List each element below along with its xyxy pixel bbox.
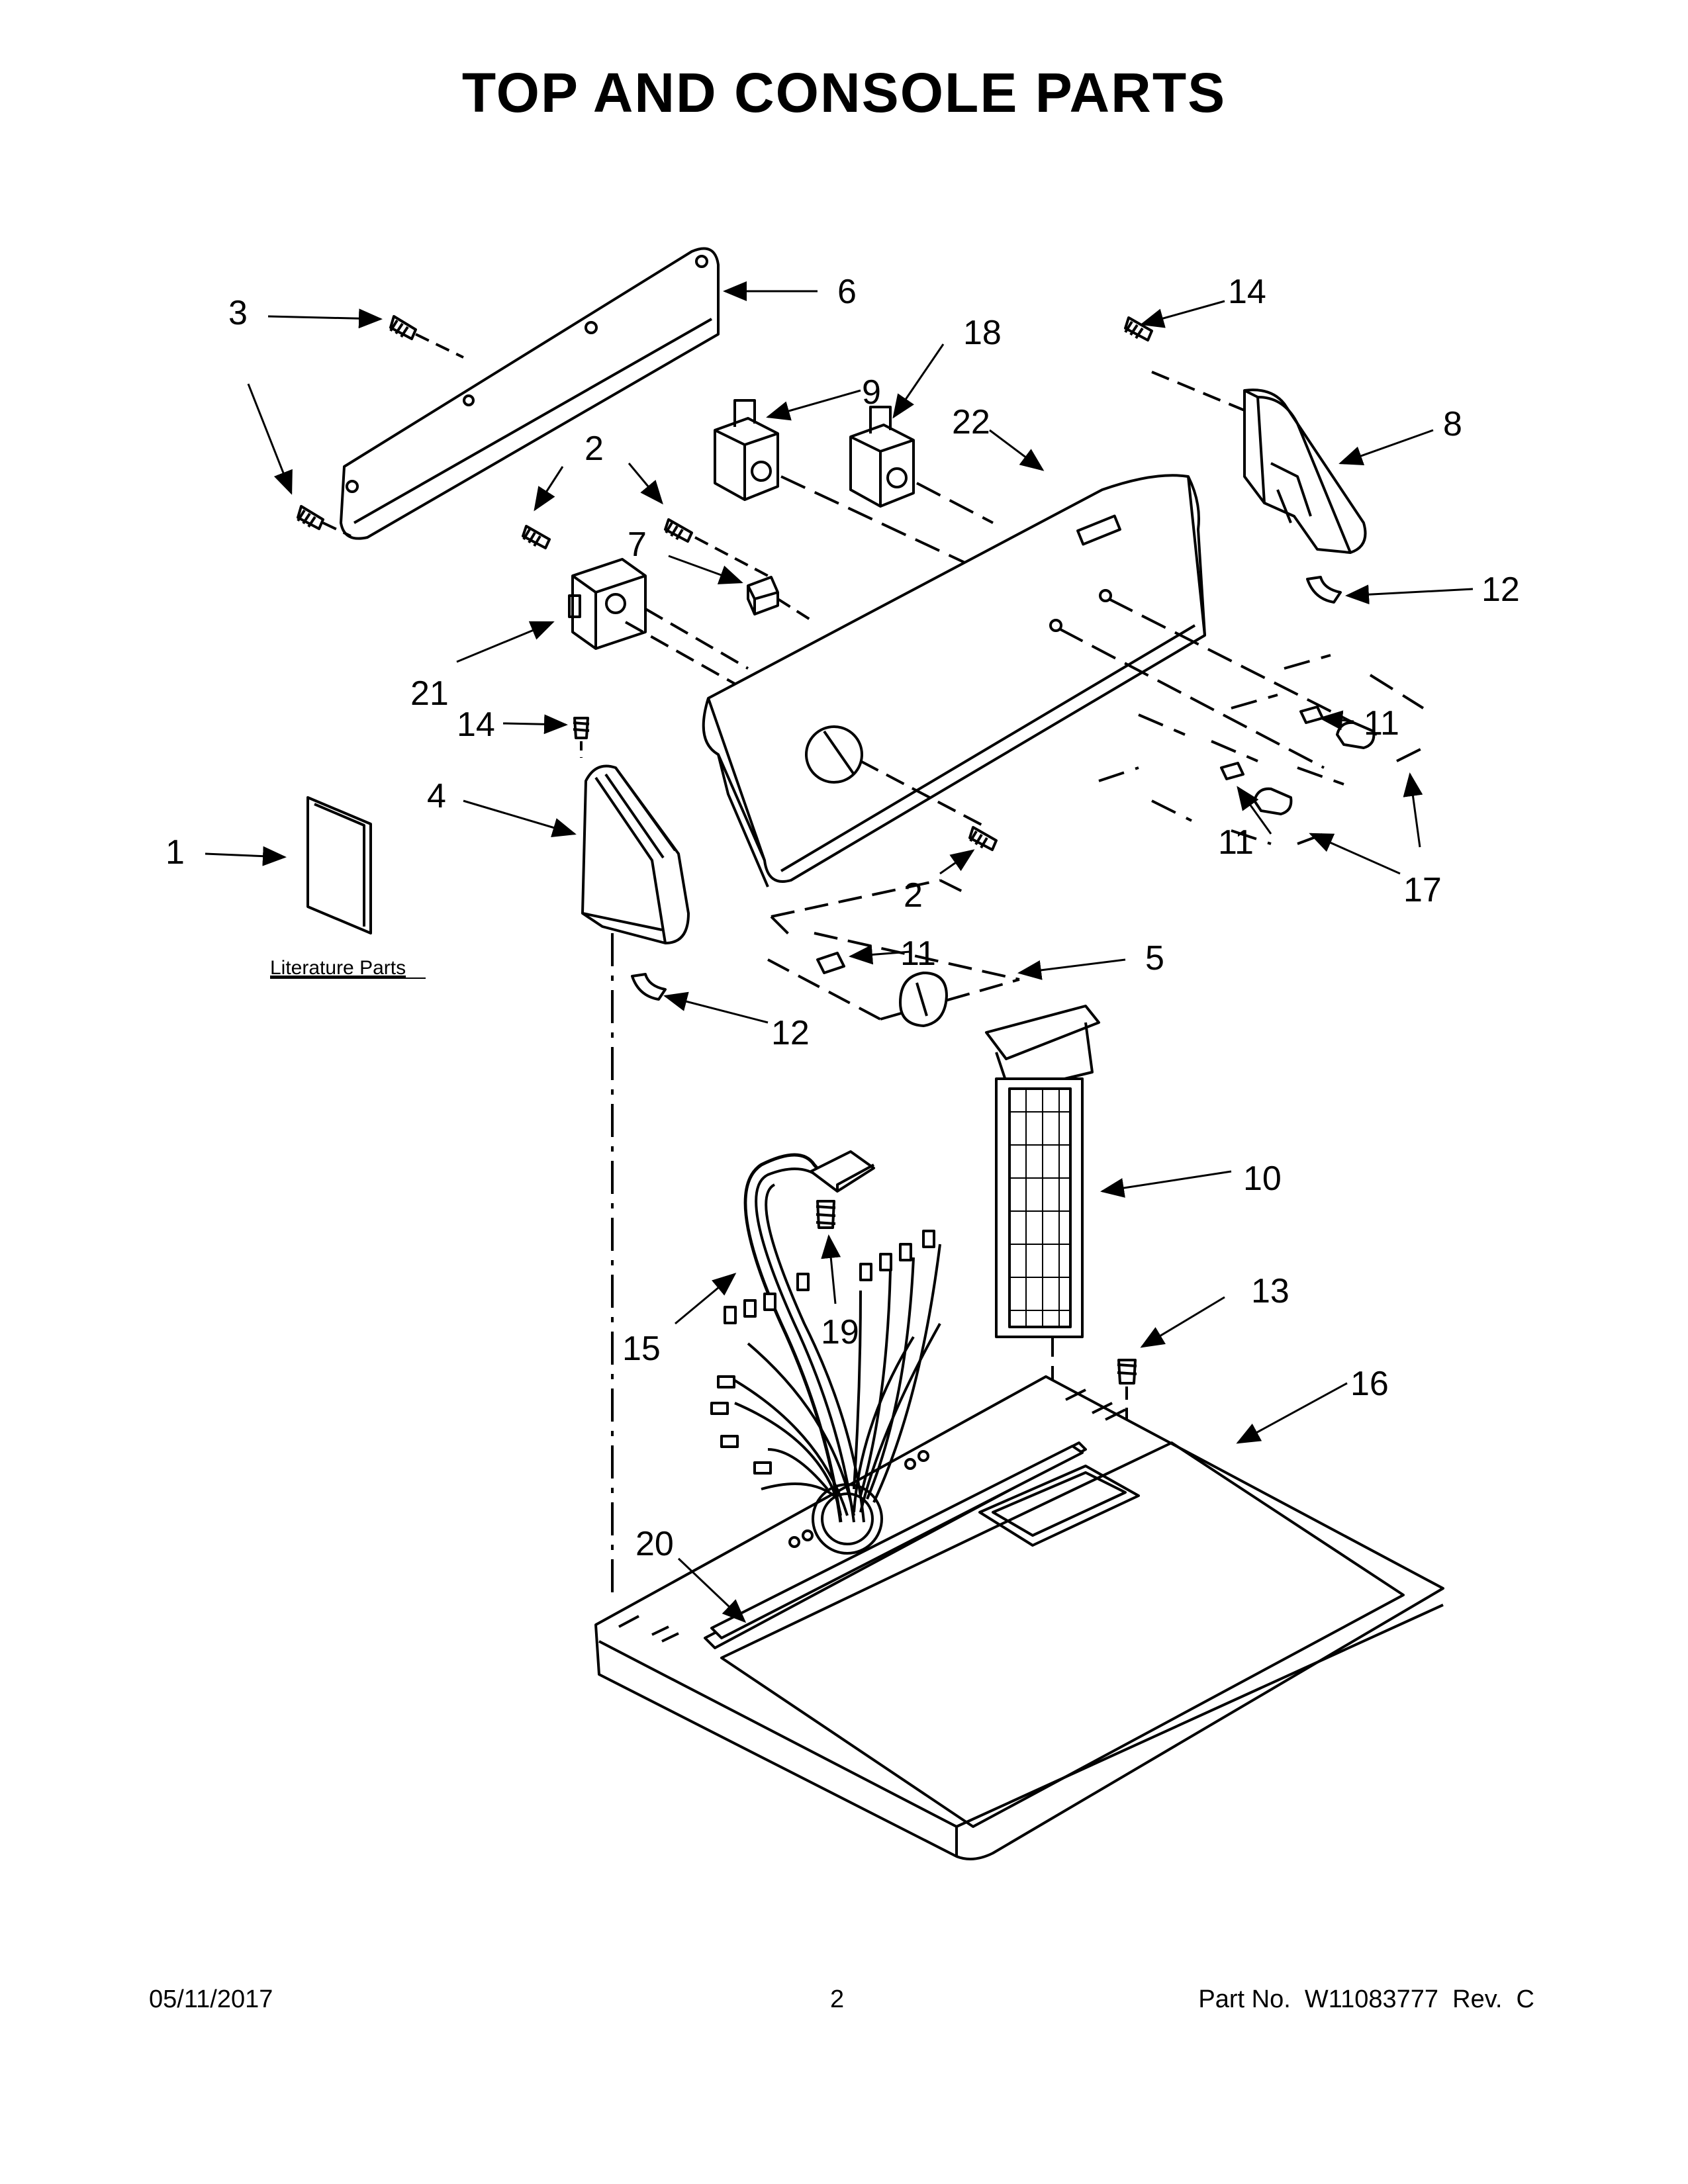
rear-console-panel <box>340 247 720 540</box>
callout-3: 3 <box>228 294 248 332</box>
callout-12-left: 12 <box>771 1014 810 1052</box>
callout-14-right: 14 <box>1228 273 1266 311</box>
callout-2-lower: 2 <box>904 876 923 915</box>
screw-2-lower <box>968 826 998 851</box>
footer-date: 05/11/2017 <box>149 1985 273 2013</box>
screw-19 <box>816 1200 836 1229</box>
leader-lines <box>205 281 1474 1623</box>
callout-2-top: 2 <box>585 430 604 468</box>
knob-17-group <box>1098 654 1425 845</box>
screw-3-upper <box>389 315 464 359</box>
callout-11-right-bottom: 11 <box>1218 823 1254 862</box>
footer-part-number: Part No. W11083777 Rev. C <box>1198 1985 1534 2013</box>
callout-13: 13 <box>1251 1272 1289 1310</box>
literature-pack <box>306 796 372 934</box>
screw-14-left <box>573 717 590 758</box>
callout-19: 19 <box>821 1313 859 1351</box>
screw-14-right <box>1124 316 1153 341</box>
screw-13 <box>1117 1359 1137 1449</box>
callout-5: 5 <box>1145 939 1164 978</box>
callout-12-right: 12 <box>1481 570 1520 609</box>
callout-21: 21 <box>410 674 449 713</box>
literature-parts-label: Literature Parts <box>270 957 406 979</box>
screw-3-lower <box>297 505 352 537</box>
callout-labels: 1 2 2 3 4 5 6 7 8 9 10 11 11 11 12 12 13… <box>165 273 1520 1563</box>
callout-22: 22 <box>952 403 990 441</box>
callout-20: 20 <box>635 1525 674 1563</box>
lint-screen-10 <box>985 1005 1100 1509</box>
switch-18 <box>849 406 994 524</box>
callout-7: 7 <box>628 525 647 564</box>
wire-harness-15 <box>710 1150 941 1523</box>
callout-14-left: 14 <box>457 705 495 744</box>
switch-7 <box>747 576 816 623</box>
footer-page-number: 2 <box>830 1985 845 2013</box>
callout-18: 18 <box>963 314 1002 352</box>
timer-21 <box>568 558 755 696</box>
end-cap-8 <box>1151 371 1367 554</box>
callout-10: 10 <box>1243 1160 1282 1198</box>
callout-9: 9 <box>862 373 881 412</box>
console-22 <box>702 474 1378 887</box>
knob-5-group <box>767 879 1020 1027</box>
callout-6: 6 <box>837 273 857 311</box>
screw-2-left <box>522 525 551 549</box>
callout-1: 1 <box>165 833 185 872</box>
callout-17: 17 <box>1403 871 1442 909</box>
callout-8: 8 <box>1443 405 1462 443</box>
strip-20 <box>710 1445 1084 1639</box>
switch-9 <box>714 399 994 577</box>
clip-12-right <box>1306 576 1342 604</box>
callout-11-center: 11 <box>900 934 936 973</box>
clip-12-left <box>631 973 667 1001</box>
callout-11-right-top: 11 <box>1364 704 1399 743</box>
callout-4: 4 <box>427 777 446 815</box>
callout-16: 16 <box>1350 1365 1389 1403</box>
screw-2-right <box>664 518 769 577</box>
callout-15: 15 <box>622 1330 661 1368</box>
end-cap-4 <box>581 764 690 1602</box>
page-title: TOP AND CONSOLE PARTS <box>461 62 1227 124</box>
top-panel-16 <box>594 1375 1444 1860</box>
